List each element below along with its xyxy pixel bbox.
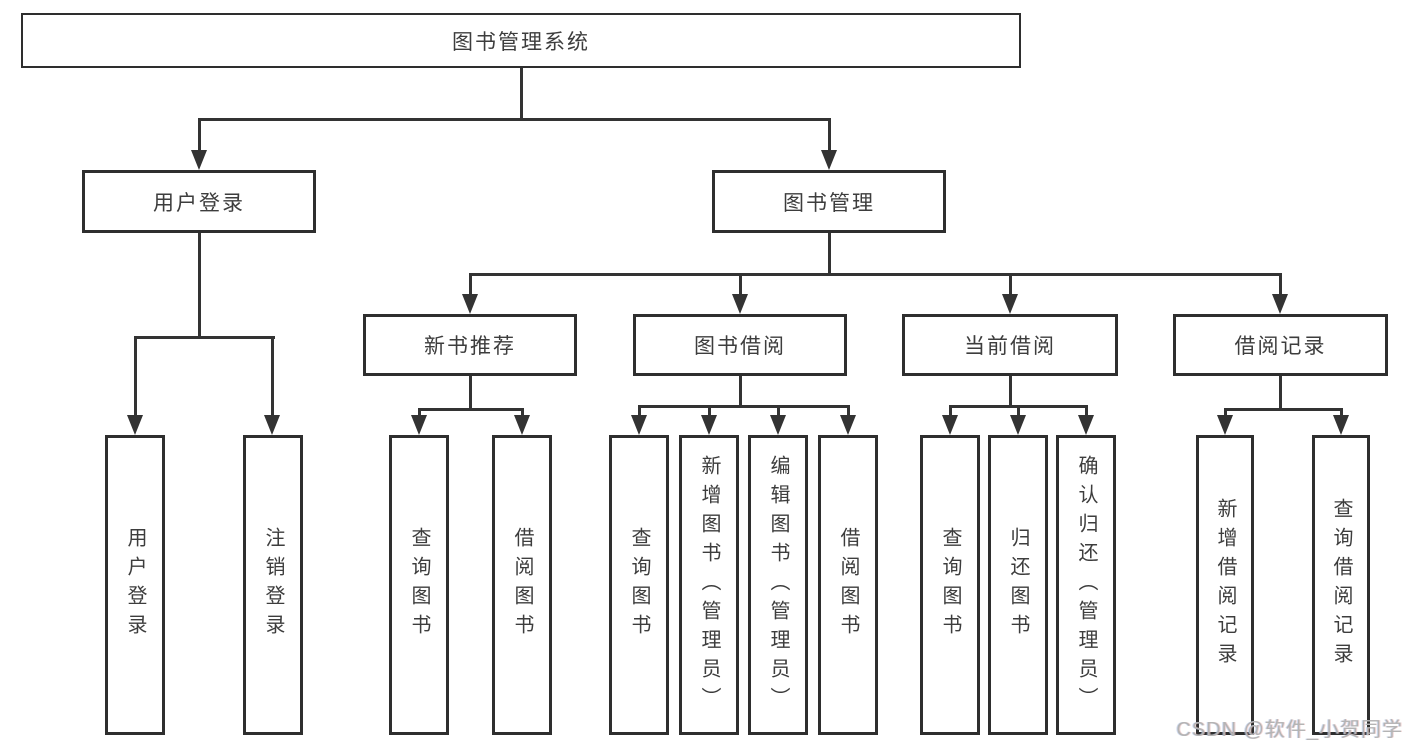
leaf-label: 查询借阅记录 [1330,498,1352,672]
arrow-down-icon [411,415,427,435]
leaf-borrow-books: 借阅图书 [818,435,878,735]
csdn-watermark: CSDN @软件_小贺同学 [1176,719,1403,741]
connector-new-book-stem [468,376,472,408]
connector-leaf-drop [846,405,850,418]
node-new-book-recommend: 新书推荐 [363,314,577,376]
node-user-login: 用户登录 [82,170,316,233]
connector-book-mgmt-drop [827,118,831,152]
connector-user-login-drop [197,118,201,152]
connector-level3-rail [468,273,1282,276]
node-label: 用户登录 [153,191,245,215]
node-book-management: 图书管理 [712,170,946,233]
arrow-down-icon [1002,294,1018,314]
node-current-borrowing: 当前借阅 [902,314,1118,376]
connector-leaf-drop [707,405,711,418]
connector-user-login-stem [197,233,201,336]
arrow-down-icon [1333,415,1349,435]
leaf-add-books-admin: 新增图书（管理员） [679,435,739,735]
leaf-label: 查询图书 [408,527,430,643]
arrow-down-icon [942,415,958,435]
connector-level3-drop [738,273,742,297]
connector-leaf-drop [417,408,421,418]
arrow-down-icon [701,415,717,435]
connector-borrow-record-rail [1223,408,1343,411]
connector-book-borrow-stem [738,376,742,405]
node-label: 图书管理 [783,191,875,215]
connector-leaf-drop [948,405,952,418]
arrow-down-icon [127,415,143,435]
node-label: 新书推荐 [424,335,516,358]
connector-leaf-drop [133,336,137,418]
connector-level3-drop [1008,273,1012,297]
leaf-label: 查询图书 [939,527,961,643]
node-library-management-system: 图书管理系统 [21,13,1021,68]
connector-level3-drop [1278,273,1282,297]
connector-leaf-drop [1223,408,1227,418]
connector-leaf-drop [776,405,780,418]
connector-borrow-record-stem [1278,376,1282,408]
leaf-query-books-recommend: 查询图书 [389,435,449,735]
node-borrowing-records: 借阅记录 [1173,314,1388,376]
leaf-label: 借阅图书 [837,527,859,643]
connector-new-book-rail [417,408,524,411]
node-label: 图书借阅 [694,335,786,358]
arrow-down-icon [732,294,748,314]
connector-book-mgmt-stem [827,233,831,273]
leaf-query-books-current: 查询图书 [920,435,980,735]
leaf-label: 归还图书 [1007,527,1029,643]
leaf-label: 用户登录 [124,527,146,643]
arrow-down-icon [191,150,207,170]
leaf-logout: 注销登录 [243,435,303,735]
leaf-label: 新增图书（管理员） [698,454,720,716]
arrow-down-icon [1272,294,1288,314]
arrow-down-icon [1078,415,1094,435]
connector-leaf-drop [1339,408,1343,418]
arrow-down-icon [631,415,647,435]
leaf-edit-books-admin: 编辑图书（管理员） [748,435,808,735]
leaf-query-books-borrowing: 查询图书 [609,435,669,735]
connector-leaf-drop [637,405,641,418]
connector-leaf-drop [1016,405,1020,418]
connector-current-borrow-stem [1008,376,1012,405]
leaf-confirm-return-admin: 确认归还（管理员） [1056,435,1116,735]
connector-user-login-rail [133,336,275,339]
connector-leaf-drop [1084,405,1088,418]
leaf-label: 确认归还（管理员） [1075,454,1097,716]
connector-level3-drop [468,273,472,297]
arrow-down-icon [770,415,786,435]
leaf-label: 新增借阅记录 [1214,498,1236,672]
arrow-down-icon [840,415,856,435]
leaf-query-borrow-record: 查询借阅记录 [1312,435,1370,735]
leaf-label: 查询图书 [628,527,650,643]
leaf-add-borrow-record: 新增借阅记录 [1196,435,1254,735]
leaf-label: 借阅图书 [511,527,533,643]
leaf-user-login: 用户登录 [105,435,165,735]
connector-book-borrow-rail [637,405,850,408]
connector-leaf-drop [520,408,524,418]
arrow-down-icon [264,415,280,435]
node-label: 借阅记录 [1234,335,1327,358]
arrow-down-icon [1010,415,1026,435]
arrow-down-icon [514,415,530,435]
leaf-label: 注销登录 [262,527,284,643]
arrow-down-icon [462,294,478,314]
arrow-down-icon [821,150,837,170]
node-book-borrowing: 图书借阅 [633,314,847,376]
connector-level2-rail [197,118,831,121]
node-label: 图书管理系统 [452,30,590,54]
arrow-down-icon [1217,415,1233,435]
connector-leaf-drop [270,336,274,418]
leaf-label: 编辑图书（管理员） [767,454,789,716]
connector-root-stem [519,68,523,118]
leaf-borrow-books-recommend: 借阅图书 [492,435,552,735]
leaf-return-books: 归还图书 [988,435,1048,735]
node-label: 当前借阅 [964,335,1056,358]
